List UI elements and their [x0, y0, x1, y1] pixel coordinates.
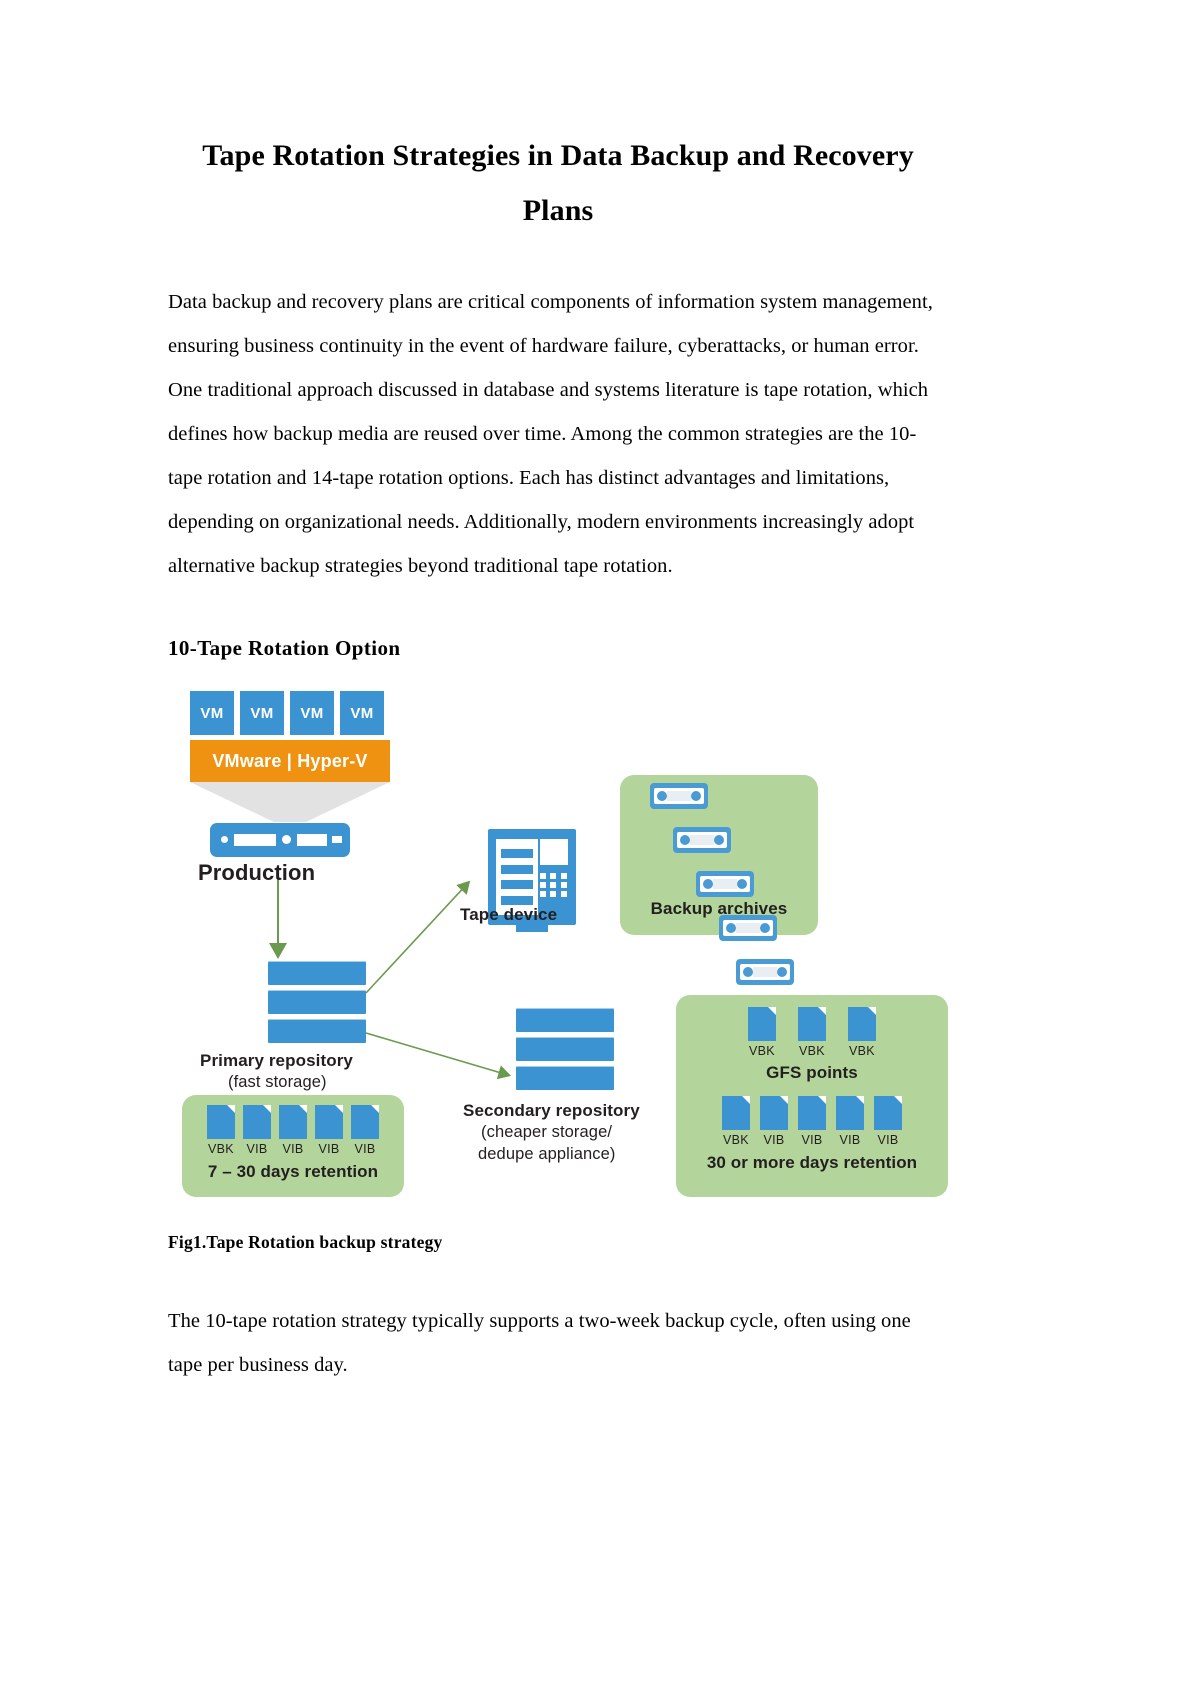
tape-device-screen — [540, 839, 568, 865]
vib-file-icon — [798, 1096, 826, 1130]
secondary-repository-label: Secondary repository — [463, 1101, 640, 1120]
file-label: VIB — [763, 1133, 785, 1147]
file-label: VBK — [799, 1044, 825, 1058]
file-item: VIB — [760, 1096, 788, 1147]
file-item: VIB — [279, 1105, 307, 1156]
primary-retention-label: 7 – 30 days retention — [207, 1162, 379, 1181]
file-item: VBK — [748, 1007, 776, 1058]
production-label: Production — [198, 860, 316, 885]
vib-file-icon — [874, 1096, 902, 1130]
vbk-file-icon — [748, 1007, 776, 1041]
gfs-points-panel: VBK VBK VBK GFS points VBK — [676, 995, 948, 1197]
vbk-file-icon — [848, 1007, 876, 1041]
tape-device-keypad — [540, 873, 568, 897]
gfs-bottom-files: VBK VIB VIB VIB — [676, 1083, 948, 1147]
gfs-points-title: GFS points — [766, 1063, 858, 1082]
page-title: Tape Rotation Strategies in Data Backup … — [202, 139, 914, 227]
file-item: VIB — [351, 1105, 379, 1156]
primary-retention-files: VBK VIB VIB VIB — [182, 1095, 404, 1156]
diagram-arrows — [269, 879, 512, 1080]
primary-repository-label: Primary repository — [200, 1051, 353, 1070]
closing-paragraph: The 10-tape rotation strategy typically … — [168, 1310, 911, 1376]
vbk-file-icon — [207, 1105, 235, 1139]
file-label: VIB — [282, 1142, 304, 1156]
gfs-top-files: VBK VBK VBK — [676, 995, 948, 1058]
file-label: VIB — [318, 1142, 340, 1156]
file-item: VIB — [315, 1105, 343, 1156]
section-heading-10-tape: 10-Tape Rotation Option — [168, 636, 401, 660]
hypervisor-bar: VMware | Hyper-V — [190, 740, 390, 782]
vbk-file-icon — [722, 1096, 750, 1130]
tape-cassette-icon — [696, 871, 754, 897]
file-item: VBK — [207, 1105, 235, 1156]
file-label: VBK — [208, 1142, 234, 1156]
file-label: VIB — [877, 1133, 899, 1147]
tape-cassette-icon — [650, 783, 708, 809]
tape-device-label: Tape device — [460, 905, 558, 924]
secondary-repository-icon — [516, 1008, 614, 1090]
file-label: VIB — [839, 1133, 861, 1147]
backup-archives-panel: Backup archives — [620, 775, 818, 1029]
tape-cassette-icon — [736, 959, 794, 985]
vib-file-icon — [836, 1096, 864, 1130]
tape-device-panel — [496, 839, 538, 915]
file-item: VIB — [874, 1096, 902, 1147]
primary-repository-icon — [268, 961, 366, 1043]
production-server-icon — [210, 823, 350, 857]
backup-archives-label: Backup archives — [650, 899, 788, 918]
file-label: VBK — [749, 1044, 775, 1058]
primary-repository-sublabel: (fast storage) — [228, 1073, 327, 1091]
vm-row: VM VM VM VM — [190, 691, 384, 735]
vib-file-icon — [243, 1105, 271, 1139]
cassette-stack — [620, 775, 818, 1029]
tape-device-icon — [488, 829, 576, 932]
figure-caption: Fig1.Tape Rotation backup strategy — [168, 1232, 443, 1252]
document-content: Tape Rotation Strategies in Data Backup … — [168, 0, 948, 1387]
secondary-repository-sublabel-2: dedupe appliance) — [478, 1145, 616, 1163]
vib-file-icon — [315, 1105, 343, 1139]
vm-box: VM — [340, 691, 384, 735]
file-item: VBK — [722, 1096, 750, 1147]
file-label: VBK — [723, 1133, 749, 1147]
file-label: VIB — [801, 1133, 823, 1147]
tape-cassette-icon — [719, 915, 777, 941]
vib-file-icon — [279, 1105, 307, 1139]
tape-rotation-diagram: VM VM VM VM VMware | Hyper-V Production — [168, 683, 948, 1228]
secondary-repository-sublabel-1: (cheaper storage/ — [481, 1123, 613, 1141]
file-item: VIB — [836, 1096, 864, 1147]
tape-cassette-icon — [673, 827, 731, 853]
vib-file-icon — [351, 1105, 379, 1139]
primary-retention-panel: VBK VIB VIB VIB — [182, 1095, 404, 1197]
file-item: VBK — [848, 1007, 876, 1058]
vbk-file-icon — [798, 1007, 826, 1041]
gfs-retention-label: 30 or more days retention — [706, 1153, 918, 1172]
file-label: VIB — [354, 1142, 376, 1156]
vm-box: VM — [240, 691, 284, 735]
file-item: VIB — [798, 1096, 826, 1147]
vib-file-icon — [760, 1096, 788, 1130]
file-item: VBK — [798, 1007, 826, 1058]
vm-box: VM — [190, 691, 234, 735]
vm-box: VM — [290, 691, 334, 735]
file-label: VBK — [849, 1044, 875, 1058]
intro-paragraph: Data backup and recovery plans are criti… — [168, 291, 933, 577]
file-item: VIB — [243, 1105, 271, 1156]
file-label: VIB — [246, 1142, 268, 1156]
